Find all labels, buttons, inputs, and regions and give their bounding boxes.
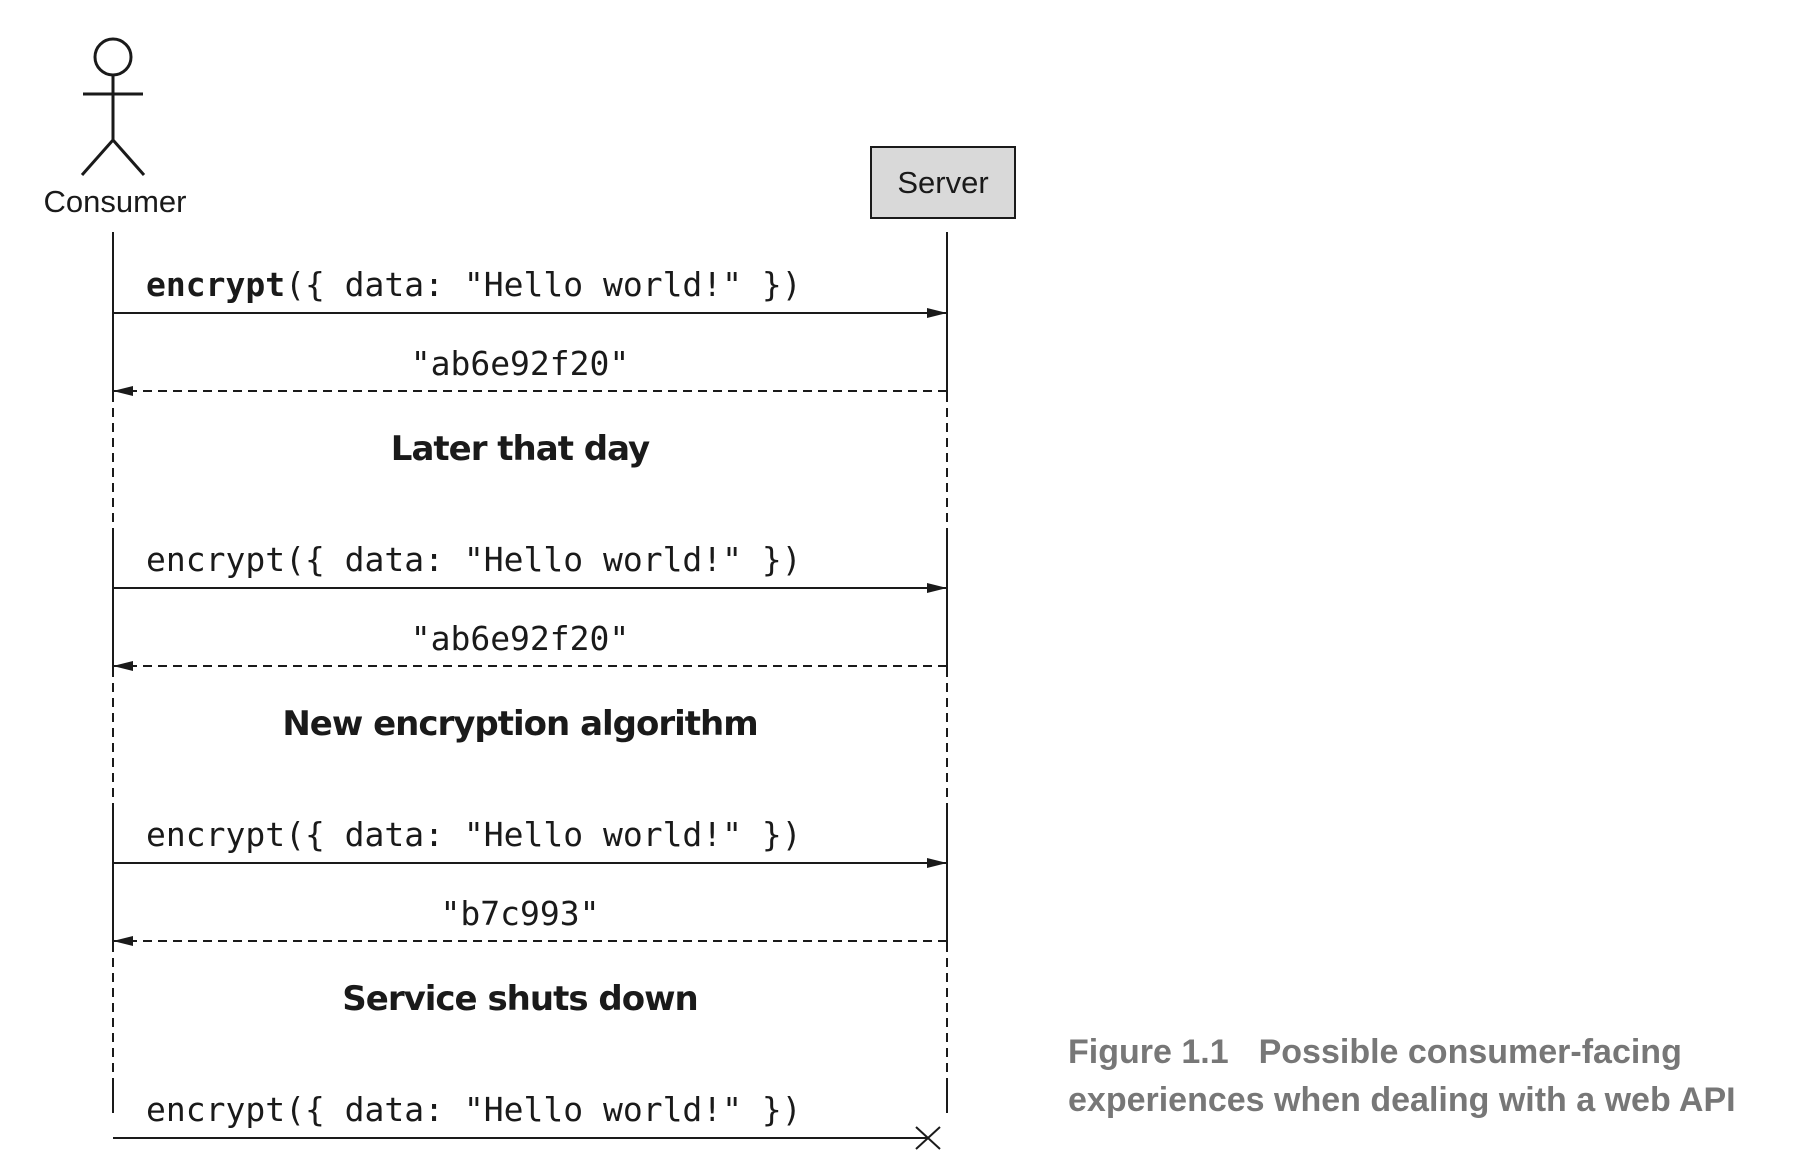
figure-caption-text: Possible consumer-facing experiences whe… [1068, 1033, 1736, 1119]
function-name: encrypt [146, 1090, 285, 1129]
consumer-actor-icon [80, 37, 146, 176]
consumer-label: Consumer [44, 184, 187, 219]
function-name: encrypt [146, 265, 285, 304]
function-name: encrypt [146, 815, 285, 854]
messages: encrypt({ data: "Hello world!" })"ab6e92… [113, 265, 947, 1150]
figure-number: Figure 1.1 [1068, 1033, 1229, 1071]
response-label: "ab6e92f20" [411, 344, 630, 383]
server-label: Server [897, 165, 988, 200]
lifelines [112, 232, 948, 1113]
request-label: encrypt({ data: "Hello world!" }) [146, 1090, 802, 1129]
failure-x-icon [915, 1126, 941, 1150]
section-label: Later that day [391, 429, 650, 469]
function-args: ({ data: "Hello world!" }) [285, 815, 802, 854]
server-box [870, 146, 1016, 219]
response-label: "b7c993" [441, 894, 600, 933]
response-label: "ab6e92f20" [411, 619, 630, 658]
function-name: encrypt [146, 540, 285, 579]
section-label: Service shuts down [342, 979, 697, 1019]
function-args: ({ data: "Hello world!" }) [285, 1090, 802, 1129]
function-args: ({ data: "Hello world!" }) [285, 265, 802, 304]
function-args: ({ data: "Hello world!" }) [285, 540, 802, 579]
request-label: encrypt({ data: "Hello world!" }) [146, 265, 802, 304]
section-label: New encryption algorithm [282, 704, 757, 744]
request-label: encrypt({ data: "Hello world!" }) [146, 815, 802, 854]
request-label: encrypt({ data: "Hello world!" }) [146, 540, 802, 579]
